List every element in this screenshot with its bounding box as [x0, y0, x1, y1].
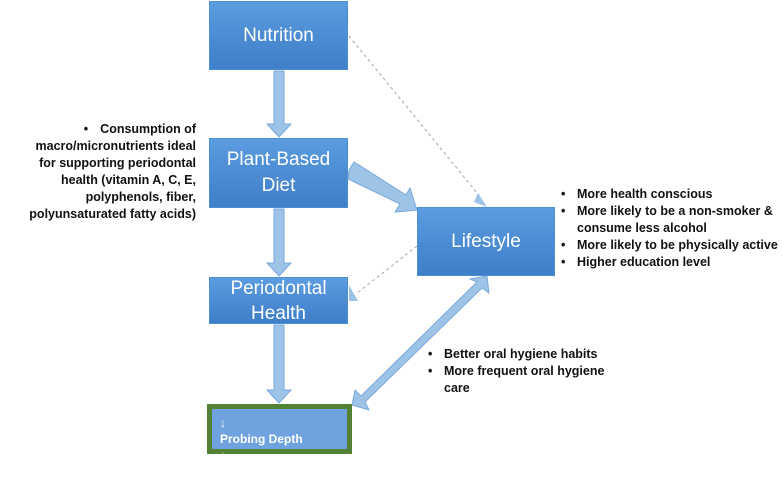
plant-based-diet-label-line1: Plant-Based: [226, 149, 331, 170]
nutrition-node: Nutrition: [209, 1, 348, 70]
lifestyle-bullet-item: More likely to be physically active: [561, 237, 782, 254]
hygiene-bullet-list: Better oral hygiene habits More frequent…: [428, 346, 628, 397]
hygiene-bullet-item: Better oral hygiene habits: [428, 346, 628, 363]
arrow-nutrition-to-plant: [265, 70, 293, 138]
arrow-plant-to-lifestyle: [347, 161, 418, 213]
dashed-nutrition-to-lifestyle: [348, 35, 483, 200]
outcome-item: ↓ Probing Depth: [220, 415, 347, 447]
connector-layer: [265, 35, 490, 411]
lifestyle-bullet-item: More likely to be a non-smoker & consume…: [561, 203, 782, 237]
lifestyle-bullet-list: More health conscious More likely to be …: [561, 186, 782, 271]
lifestyle-bullet-item: More health conscious: [561, 186, 782, 203]
nutrients-note: •Consumption of macro/micronutrients ide…: [20, 121, 196, 223]
dashed-arrowhead-periodontal: [349, 285, 358, 301]
dashed-lifestyle-to-periodontal: [355, 245, 418, 295]
periodontal-health-label-line2: Health: [251, 302, 306, 324]
down-arrow-icon: ↓: [220, 416, 226, 430]
dashed-arrowhead-lifestyle: [474, 193, 487, 207]
lifestyle-note: More health conscious More likely to be …: [561, 186, 782, 271]
arrow-periodontal-to-outcome: [265, 324, 293, 404]
arrow-plant-to-periodontal: [265, 208, 293, 277]
outcome-item-text: Bleeding on: [220, 464, 289, 478]
lifestyle-label: Lifestyle: [451, 230, 521, 252]
outcome-node: ↓ Probing Depth ↓ Bleeding on: [207, 404, 352, 478]
periodontal-health-node: Periodontal Health: [209, 277, 348, 324]
hygiene-note: Better oral hygiene habits More frequent…: [428, 346, 628, 397]
lifestyle-node: Lifestyle: [417, 207, 555, 276]
lifestyle-bullet-item: Higher education level: [561, 254, 782, 271]
hygiene-bullet-item: More frequent oral hygiene care: [428, 363, 628, 397]
bullet-icon: •: [83, 122, 89, 136]
down-arrow-icon: ↓: [220, 448, 226, 462]
arrow-lifestyle-outcome-bidirectional: [351, 275, 490, 411]
plant-based-diet-node: Plant-Based Diet: [209, 138, 348, 208]
outcome-item-text: Probing Depth: [220, 432, 303, 446]
nutrition-label: Nutrition: [243, 24, 314, 46]
outcome-item: ↓ Bleeding on: [220, 447, 347, 479]
nutrients-note-text: Consumption of macro/micronutrients idea…: [29, 122, 196, 221]
periodontal-health-label-line1: Periodontal: [230, 277, 327, 299]
plant-based-diet-label-line2: Diet: [261, 175, 296, 196]
